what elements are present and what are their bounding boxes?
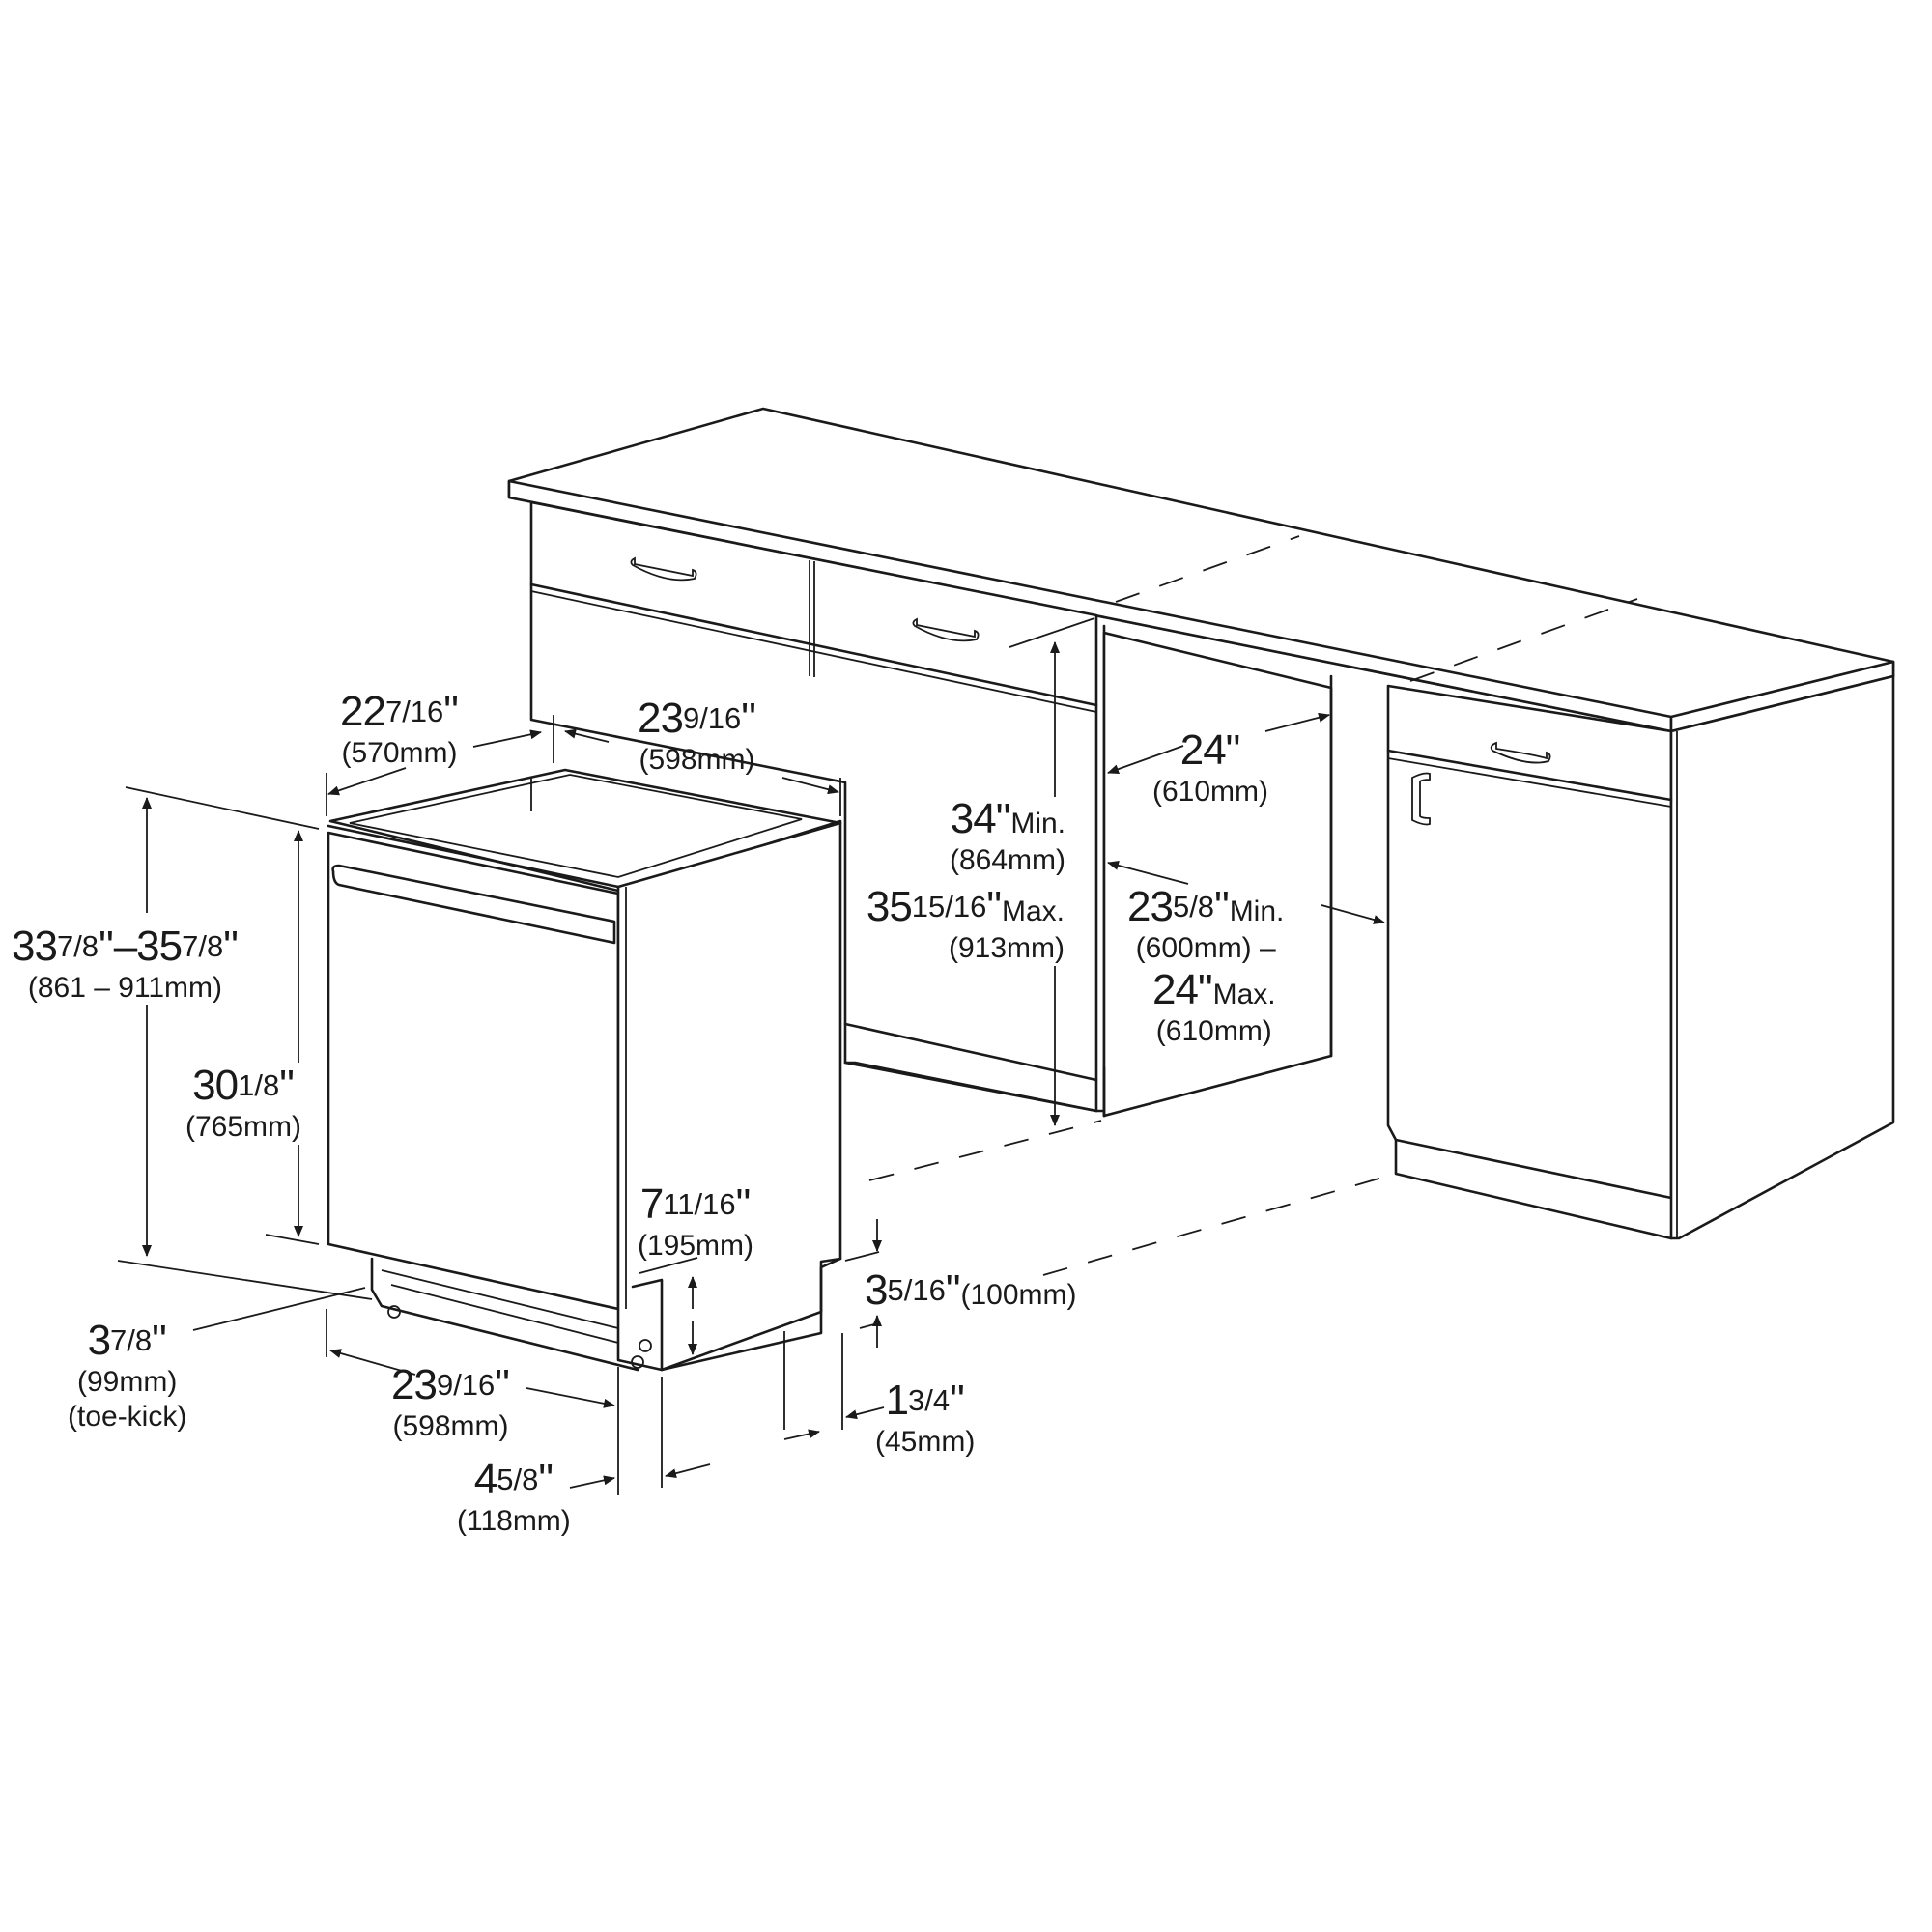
opening-height-max-label: 3515/16"Max. (913mm) [866,883,1065,964]
drawer-handle-icon [912,617,980,642]
dimension-lines [117,617,1385,1495]
leveling-foot-icon [387,1305,401,1319]
countertop [507,407,1895,733]
dishwasher [327,768,842,1372]
drawer-handle-icon [1490,741,1551,764]
width-bottom-label: 239/16" (598mm) [391,1361,510,1442]
opening-width-min-label: 235/8"Min. (600mm) – [1127,883,1285,964]
door-handle-bar-icon [331,864,616,945]
side-gap-label: 13/4" (45mm) [875,1377,976,1458]
leveling-foot-icon [631,1355,644,1369]
toe-kick-label: 37/8" (99mm) (toe-kick) [68,1317,187,1433]
cabinet-depth-label: 24" (610mm) [1152,726,1269,808]
door-offset-label: 45/8" (118mm) [457,1456,571,1537]
width-top-label: 239/16" (598mm) [638,695,756,776]
floor-reference-lines [868,1120,1397,1276]
base-height-label: 711/16" (195mm) [638,1180,754,1262]
door-handle-icon [1411,772,1431,826]
toe-kick-clearance-label: 35/16"(100mm) [865,1266,1077,1314]
drawer-handle-icon [630,556,697,582]
overall-height-label: 337/8"–357/8" (861 – 911mm) [12,923,239,1004]
opening-width-max-label: 24"Max. (610mm) [1152,966,1276,1047]
door-height-label: 301/8" (765mm) [185,1062,302,1143]
leveling-foot-icon [639,1339,652,1352]
opening-height-min-label: 34"Min. (864mm) [950,795,1066,876]
right-base-cabinet [1386,674,1895,1240]
left-base-cabinet [529,500,1106,1118]
depth-label: 227/16" (570mm) [340,688,459,769]
